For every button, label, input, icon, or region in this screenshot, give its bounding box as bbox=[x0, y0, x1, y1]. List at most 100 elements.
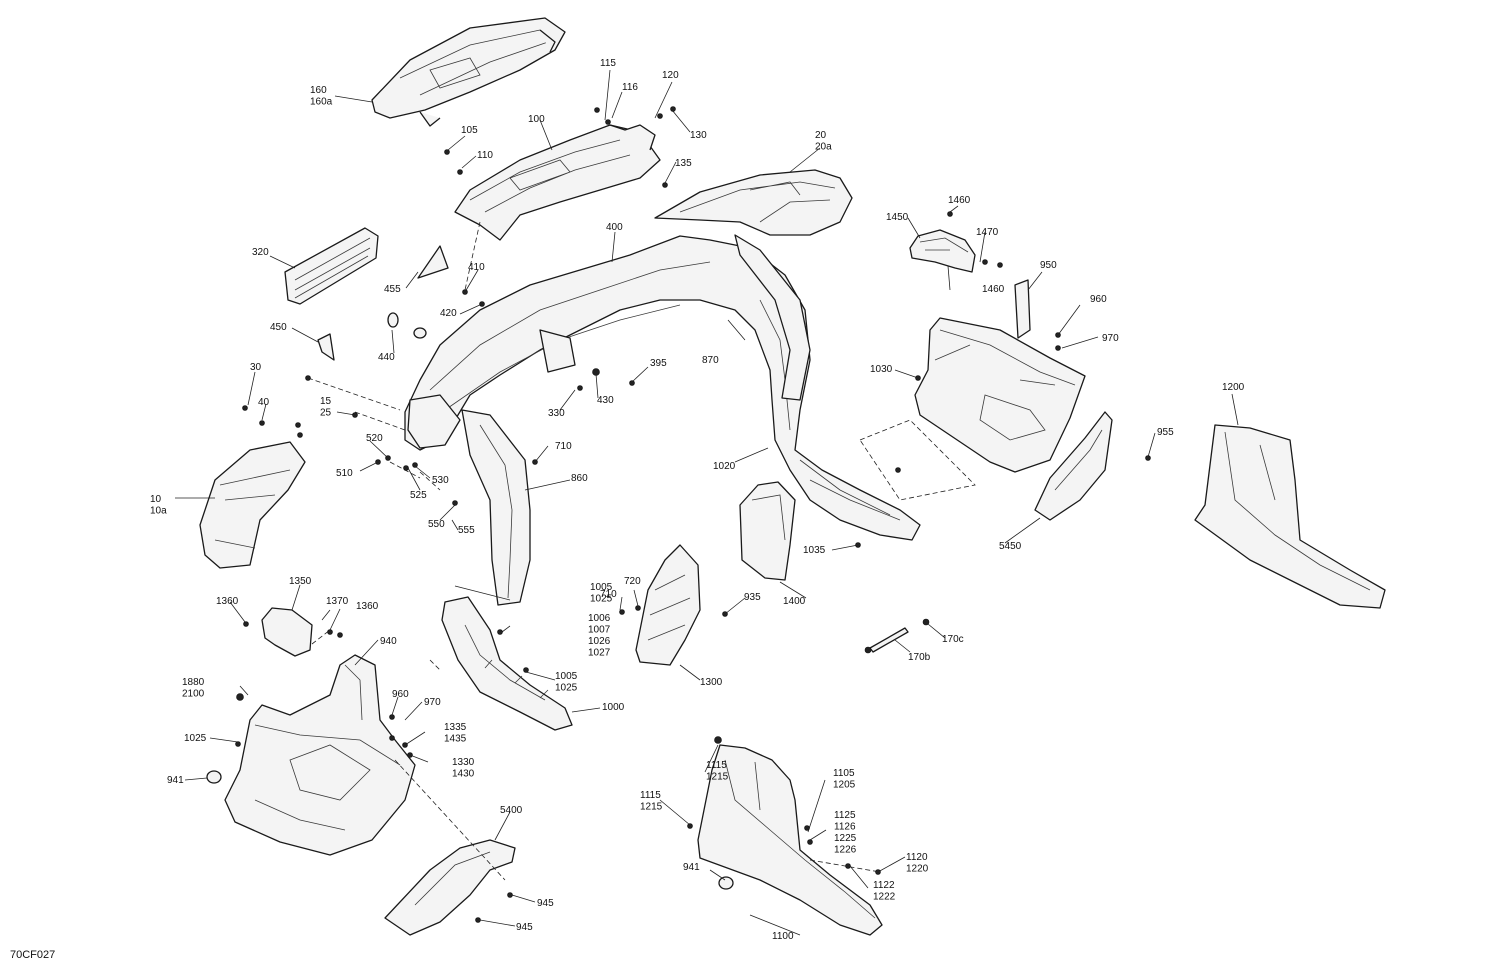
callout-c970a: 970 bbox=[1102, 333, 1119, 344]
callout-c170b: 170b bbox=[908, 652, 931, 663]
callout-c5450: 5450 bbox=[999, 541, 1022, 552]
callout-line: 160a bbox=[310, 97, 333, 108]
callout-c320: 320 bbox=[252, 247, 269, 258]
callout-c510: 510 bbox=[336, 468, 353, 479]
callout-line: 1005 bbox=[555, 671, 578, 682]
callout-line: 5450 bbox=[999, 541, 1022, 552]
trim-panel-part-1300 bbox=[635, 544, 701, 666]
callout-c40: 40 bbox=[258, 397, 270, 408]
callout-c420: 420 bbox=[440, 308, 457, 319]
callout-c520: 520 bbox=[366, 433, 383, 444]
callout-line: 1000 bbox=[602, 702, 625, 713]
callout-line: 330 bbox=[548, 408, 565, 419]
callout-c115: 115 bbox=[600, 58, 616, 69]
callout-line: 1026 bbox=[588, 636, 611, 647]
callout-c525: 525 bbox=[410, 490, 427, 501]
callout-c720: 720 bbox=[624, 576, 641, 587]
callout-line: 110 bbox=[477, 150, 493, 161]
grommet-941-b bbox=[718, 876, 734, 890]
callout-c550: 550 bbox=[428, 519, 445, 530]
roof-cover-part-160 bbox=[371, 17, 566, 127]
callout-line: 1125 bbox=[834, 810, 856, 821]
callout-line: 720 bbox=[624, 576, 641, 587]
callout-line: 1005 bbox=[590, 582, 613, 593]
callout-line: 115 bbox=[600, 58, 616, 69]
callout-c395: 395 bbox=[650, 358, 667, 369]
pillar-part-860 bbox=[461, 409, 531, 606]
callout-c950: 950 bbox=[1040, 260, 1057, 271]
callout-c1350: 1350 bbox=[289, 576, 312, 587]
bracket-part-1400 bbox=[739, 481, 796, 581]
callout-c116: 116 bbox=[622, 82, 638, 93]
callout-c555: 555 bbox=[458, 525, 475, 536]
callout-c135: 135 bbox=[675, 158, 692, 169]
callout-line: 960 bbox=[1090, 294, 1107, 305]
bracket-part-1450 bbox=[909, 229, 976, 273]
callout-c860: 860 bbox=[571, 473, 588, 484]
callout-line: 105 bbox=[461, 125, 478, 136]
support-part-870 bbox=[734, 234, 811, 401]
callout-c1450: 1450 bbox=[886, 212, 909, 223]
callout-line: 1105 bbox=[833, 768, 855, 779]
callout-line: 1220 bbox=[906, 864, 929, 875]
callout-c945a: 945 bbox=[537, 898, 554, 909]
callout-line: 1335 bbox=[444, 722, 467, 733]
callout-line: 870 bbox=[702, 355, 719, 366]
side-frame-part-1100 bbox=[697, 744, 883, 936]
panel-part-5400 bbox=[384, 839, 516, 936]
grommet-941-a bbox=[206, 770, 222, 784]
callout-c955: 955 bbox=[1157, 427, 1174, 438]
callout-line: 945 bbox=[537, 898, 554, 909]
callout-line: 1006 bbox=[588, 613, 611, 624]
callout-c30: 30 bbox=[250, 362, 262, 373]
callout-line: 135 bbox=[675, 158, 692, 169]
callout-c5400: 5400 bbox=[500, 805, 523, 816]
callout-line: 1122 bbox=[873, 880, 895, 891]
grommet-440 bbox=[387, 312, 399, 328]
callout-line: 1880 bbox=[182, 677, 205, 688]
dash-panel-part-100 bbox=[454, 124, 661, 241]
callout-c1400: 1400 bbox=[783, 596, 806, 607]
callout-line: 120 bbox=[662, 70, 679, 81]
callout-line: 1300 bbox=[700, 677, 723, 688]
callout-line: 960 bbox=[392, 689, 409, 700]
callout-line: 1430 bbox=[452, 769, 475, 780]
callout-line: 510 bbox=[336, 468, 353, 479]
callout-line: 1115 bbox=[706, 760, 727, 771]
callout-line: 1225 bbox=[834, 833, 857, 844]
callout-line: 1120 bbox=[906, 852, 928, 863]
callout-c935: 935 bbox=[744, 592, 761, 603]
callout-line: 1027 bbox=[588, 648, 611, 659]
callout-line: 1360 bbox=[356, 601, 379, 612]
callout-line: 1100 bbox=[772, 931, 794, 942]
callout-line: 710 bbox=[600, 589, 617, 600]
side-cover-part-20 bbox=[654, 169, 853, 236]
grille-part-320 bbox=[284, 227, 379, 305]
callout-line: 530 bbox=[432, 475, 449, 486]
callout-line: 1400 bbox=[783, 596, 806, 607]
callout-line: 100 bbox=[528, 114, 545, 125]
callout-c960a: 960 bbox=[1090, 294, 1107, 305]
callout-line: 860 bbox=[571, 473, 588, 484]
callout-line: 970 bbox=[1102, 333, 1119, 344]
callout-line: 555 bbox=[458, 525, 475, 536]
callout-c105: 105 bbox=[461, 125, 478, 136]
callout-line: 970 bbox=[424, 697, 441, 708]
callout-c870: 870 bbox=[702, 355, 719, 366]
callout-line: 941 bbox=[683, 862, 700, 873]
callout-line: 1226 bbox=[834, 845, 857, 856]
callout-line: 20 bbox=[815, 130, 827, 141]
callout-c1100: 1100 bbox=[772, 931, 794, 942]
callout-line: 450 bbox=[270, 322, 287, 333]
callout-c1470: 1470 bbox=[976, 227, 999, 238]
callout-line: 1222 bbox=[873, 892, 896, 903]
